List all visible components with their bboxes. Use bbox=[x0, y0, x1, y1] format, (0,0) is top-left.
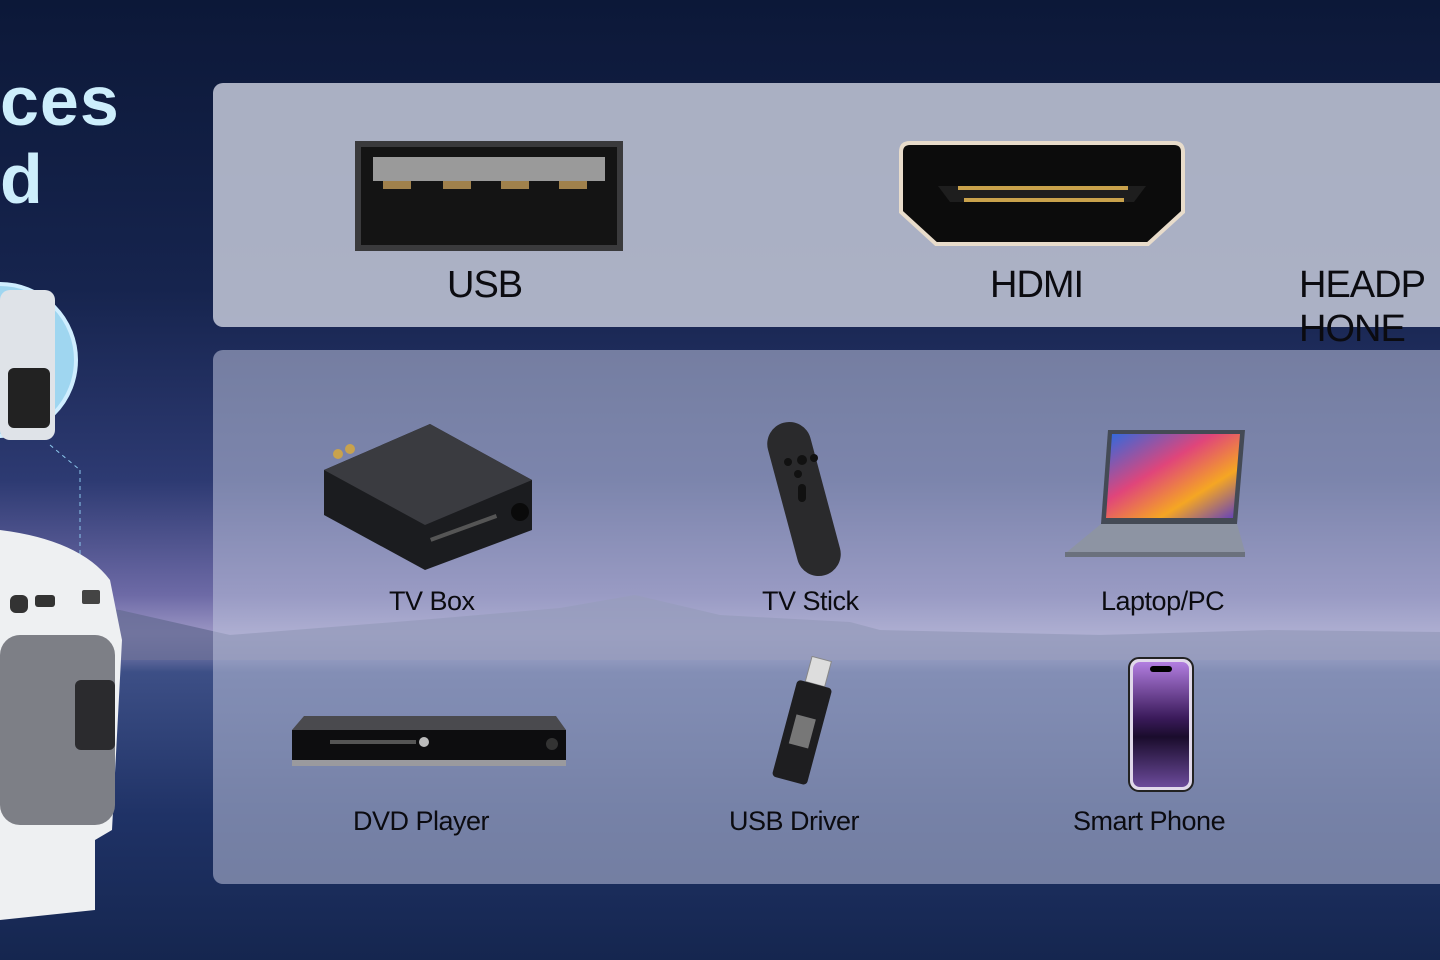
tv-box-icon bbox=[324, 424, 532, 570]
remote-icon bbox=[767, 421, 841, 577]
device-label-usb-driver: USB Driver bbox=[729, 806, 860, 836]
port-label-headphone: HEADPHONE bbox=[1299, 264, 1426, 350]
dvd-player-icon bbox=[292, 716, 566, 766]
device-label-tv-stick: TV Stick bbox=[762, 586, 859, 616]
usb-drive-icon bbox=[772, 656, 832, 785]
device-label-smartphone: Smart Phone bbox=[1073, 806, 1226, 836]
page-heading: ces d bbox=[0, 62, 120, 218]
laptop-icon bbox=[1065, 430, 1245, 557]
usb-port-icon bbox=[355, 141, 623, 251]
hdmi-port-icon bbox=[899, 141, 1185, 246]
device-label-tv-box: TV Box bbox=[389, 586, 475, 616]
port-label-usb: USB bbox=[447, 264, 523, 306]
device-label-laptop: Laptop/PC bbox=[1101, 586, 1225, 616]
smartphone-icon bbox=[1128, 657, 1194, 792]
heading-line-2: d bbox=[0, 140, 44, 218]
device-label-dvd-player: DVD Player bbox=[353, 806, 490, 836]
port-label-hdmi: HDMI bbox=[990, 264, 1084, 306]
projector-image bbox=[0, 282, 122, 920]
heading-line-1: ces bbox=[0, 62, 120, 140]
